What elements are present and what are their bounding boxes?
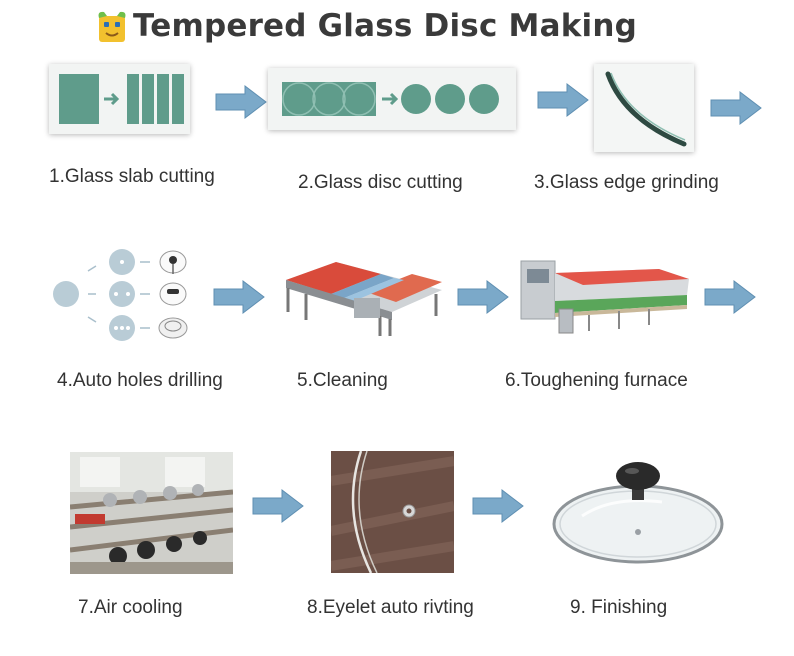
edge-grinding-illustration bbox=[594, 64, 694, 152]
step-9-image bbox=[552, 456, 725, 566]
step-1-label: 1.Glass slab cutting bbox=[49, 166, 215, 187]
step-3-image bbox=[594, 64, 694, 152]
step-6-label: 6.Toughening furnace bbox=[505, 370, 688, 391]
step-8-label: 8.Eyelet auto rivting bbox=[307, 597, 474, 618]
step-5-label: 5.Cleaning bbox=[297, 370, 388, 391]
finished-glass-lid-photo bbox=[552, 462, 724, 564]
step-5-image bbox=[276, 240, 442, 338]
air-cooling-photo bbox=[70, 452, 233, 574]
flow-arrow-icon bbox=[213, 279, 265, 315]
hole-drilling-illustration bbox=[53, 249, 188, 341]
page-title: Tempered Glass Disc Making bbox=[133, 8, 638, 44]
flow-arrow-icon bbox=[457, 279, 509, 315]
disc-cutting-illustration bbox=[268, 68, 516, 130]
step-2-label: 2.Glass disc cutting bbox=[298, 172, 463, 193]
eyelet-riveting-photo bbox=[331, 451, 454, 573]
step-6-image bbox=[519, 251, 691, 337]
page-header: Tempered Glass Disc Making bbox=[95, 4, 637, 48]
step-4-image bbox=[50, 247, 200, 347]
step-9-label: 9. Finishing bbox=[570, 597, 668, 618]
step-1-image bbox=[49, 64, 190, 134]
step-8-image bbox=[331, 451, 454, 573]
flow-arrow-icon bbox=[472, 488, 524, 524]
slab-cutting-illustration bbox=[49, 64, 190, 134]
step-3-label: 3.Glass edge grinding bbox=[534, 172, 719, 193]
flow-arrow-icon bbox=[215, 84, 267, 120]
step-2-image bbox=[268, 68, 516, 130]
flow-arrow-icon bbox=[252, 488, 304, 524]
step-7-label: 7.Air cooling bbox=[78, 597, 183, 618]
toughening-furnace-photo bbox=[520, 260, 689, 334]
mascot-logo-icon bbox=[98, 11, 126, 42]
cleaning-machine-photo bbox=[286, 262, 442, 336]
flow-arrow-icon bbox=[710, 90, 762, 126]
flow-arrow-icon bbox=[537, 82, 589, 118]
flow-arrow-icon bbox=[704, 279, 756, 315]
step-4-label: 4.Auto holes drilling bbox=[57, 370, 223, 391]
step-7-image bbox=[70, 452, 233, 574]
